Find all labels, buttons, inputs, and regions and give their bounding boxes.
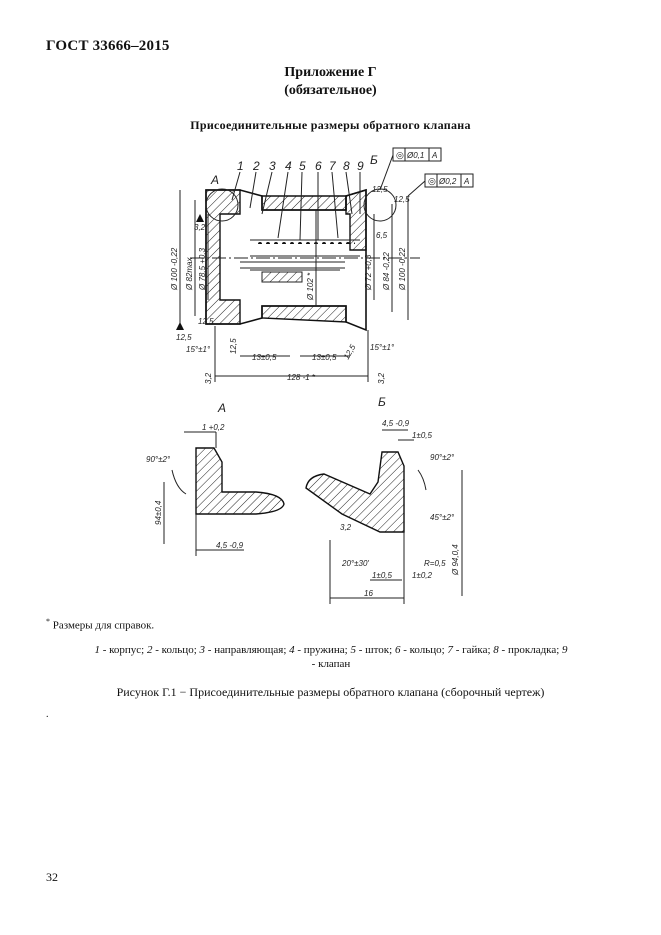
dim-d82: Ø 82max — [185, 257, 194, 291]
dim-angle-90b: 90°±2° — [430, 453, 455, 462]
dim-r05: R=0,5 — [424, 559, 446, 568]
dim-angle-20: 20°±30' — [341, 559, 369, 568]
roughness-value: 3,2 — [377, 372, 386, 384]
dim-d72: Ø 72 +0,3 — [364, 254, 373, 291]
standard-header: ГОСТ 33666–2015 — [46, 38, 170, 54]
roughness-value: 3,2 — [340, 523, 352, 532]
tolerance-frame: ◎ Ø0,1 А — [392, 147, 442, 162]
dim-angle-45: 45°±2° — [430, 513, 455, 522]
part-number: 9 — [357, 159, 364, 173]
part-number: 1 — [237, 159, 244, 173]
dim-16: 16 — [364, 589, 373, 598]
part-number: 4 — [285, 159, 292, 173]
roughness-value: 3,2 — [204, 372, 213, 384]
tolerance-frame: ◎ Ø0,2 А — [424, 173, 474, 188]
appendix-heading: Приложение Г (обязательное) — [0, 64, 661, 100]
part-number: 5 — [299, 159, 306, 173]
part-number: 3 — [269, 159, 276, 173]
detail-b: Б 4,5 -0,9 1±0,5 90°±2° 45°±2° 3,2 20°±3… — [305, 395, 463, 604]
dim-d78: Ø 78,5 +0,3 — [198, 247, 207, 291]
dim-128: 128 -1 * — [287, 373, 316, 382]
detail-a: А 1 +0,2 90°±2° 94±0,4 4,5 -0,9 — [146, 401, 285, 556]
dim-d94: Ø 94,0,4 — [451, 544, 460, 576]
roughness-value: 12,5 — [394, 195, 410, 204]
dim-13a: 13±0,5 — [252, 353, 277, 362]
detail-a-label: А — [217, 401, 226, 415]
dim-4-5: 4,5 -0,9 — [216, 541, 244, 550]
svg-text:А: А — [431, 151, 437, 160]
dim-d102: Ø 102 * — [306, 272, 315, 301]
part-number: 6 — [315, 159, 322, 173]
svg-text:Ø0,1: Ø0,1 — [406, 151, 424, 160]
part-number: 7 — [329, 159, 337, 173]
dim-1-b: 1±0,5 — [372, 571, 393, 580]
concentricity-icon: ◎ — [428, 176, 436, 186]
assembly-view: 1 2 3 4 5 6 7 8 9 А Б ◎ Ø0,1 А ◎ Ø0,2 А — [170, 147, 474, 384]
dim-angle-90: 90°±2° — [146, 455, 171, 464]
dim-1-a: 1±0,5 — [412, 431, 433, 440]
dim-1-c: 1±0,2 — [412, 571, 433, 580]
angle-left: 15°±1° — [186, 345, 211, 354]
part-number: 8 — [343, 159, 350, 173]
roughness-value: 12,5 — [176, 333, 192, 342]
dim-13b: 13±0,5 — [312, 353, 337, 362]
dim-4-5b: 4,5 -0,9 — [382, 419, 410, 428]
concentricity-icon: ◎ — [396, 150, 404, 160]
figure-caption: Рисунок Г.1 − Присоединительные размеры … — [116, 685, 545, 699]
dim-d100r: Ø 100 -0,22 — [398, 247, 407, 291]
detail-b-label: Б — [378, 395, 386, 409]
section-mark-a: А — [210, 173, 219, 187]
figure-title: Присоединительные размеры обратного клап… — [190, 118, 471, 132]
appendix-title: Приложение Г — [284, 65, 377, 80]
svg-text:Ø0,2: Ø0,2 — [438, 177, 457, 186]
dim-d84: Ø 84 -0,22 — [382, 252, 391, 291]
dim-d100: Ø 100 -0,22 — [170, 247, 179, 291]
roughness-value: 12,5 — [372, 185, 388, 194]
roughness-value: 3,2 — [194, 223, 206, 232]
roughness-value: 12,5 — [229, 338, 238, 354]
angle-right: 15°±1° — [370, 343, 395, 352]
svg-text:А: А — [463, 177, 469, 186]
footnote-text: Размеры для справок. — [52, 619, 155, 632]
part-number: 2 — [252, 159, 260, 173]
footnote: * Размеры для справок. — [46, 617, 154, 632]
footnote-mark: * — [46, 617, 50, 626]
parts-legend: 1 - корпус; 2 - кольцо; 3 - направляющая… — [94, 644, 568, 670]
roughness-value: 12,5 — [342, 343, 358, 361]
dim-1: 1 +0,2 — [202, 423, 225, 432]
section-mark-b: Б — [370, 153, 378, 167]
roughness-value: 6,5 — [376, 231, 388, 240]
roughness-value: 12,5 — [198, 317, 214, 326]
stray-dot: . — [46, 709, 49, 720]
dim-94: 94±0,4 — [154, 500, 163, 525]
appendix-status: (обязательное) — [284, 83, 377, 98]
page-number: 32 — [46, 870, 58, 884]
